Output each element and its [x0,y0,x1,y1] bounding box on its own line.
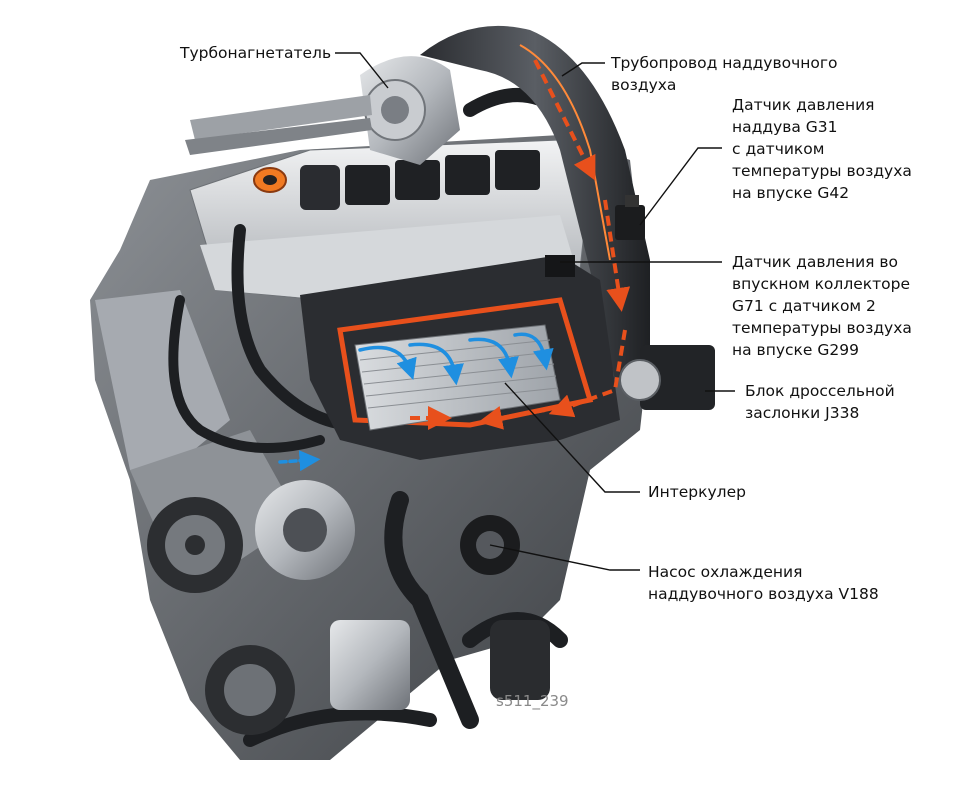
callout-line: заслонки J338 [745,404,860,422]
leader-coolant-pump [489,544,640,571]
leader-boost-sensor [639,147,722,226]
coolant-flow-arrows [278,332,554,472]
callout-line: Трубопровод наддувочного [611,54,838,72]
callout-line: наддувочного воздуха V188 [648,585,879,603]
boost-sensor-body [615,195,645,240]
callout-line: Датчик давления [732,96,875,114]
callout-intake-manifold-sensor-g71: Датчик давления во впускном коллекторе G… [732,251,912,361]
callout-line: впускном коллекторе [732,275,911,293]
charge-air-flow-arrows [410,59,631,430]
leader-turbocharger [335,52,389,89]
callout-line: Насос охлаждения [648,563,803,581]
figure-id: s511_239 [496,692,569,710]
callout-intercooler: Интеркулер [648,481,746,503]
callout-line: на впуске G299 [732,341,859,359]
callout-line: температуры воздуха [732,319,912,337]
leader-intercooler [504,382,640,493]
callout-line: Турбонагнетатель [180,44,332,62]
leader-lines [335,52,735,571]
callout-line: воздуха [611,76,677,94]
callout-throttle-j338: Блок дроссельной заслонки J338 [745,380,895,424]
callout-line: Блок дроссельной [745,382,895,400]
leader-charge-air-pipe [561,62,605,77]
callout-turbocharger: Турбонагнетатель [180,42,331,64]
belt-drive [147,480,410,735]
callout-line: наддува G31 [732,118,838,136]
charge-air-pipe-body [420,25,650,381]
callout-line: Интеркулер [648,483,746,501]
callout-coolant-pump-v188: Насос охлаждения наддувочного воздуха V1… [648,561,879,605]
cylinder-head-cover [189,139,591,301]
throttle-body [619,345,715,410]
callout-line: на впуске G42 [732,184,850,202]
callout-line: температуры воздуха [732,162,912,180]
callout-line: G71 с датчиком 2 [732,297,876,315]
turbocharger-body [185,56,460,165]
callout-line: с датчиком [732,140,825,158]
callout-charge-air-pipe: Трубопровод наддувочного воздуха [611,52,838,96]
callout-line: Датчик давления во [732,253,899,271]
callout-boost-sensor-g31: Датчик давления наддува G31 с датчиком т… [732,94,912,204]
